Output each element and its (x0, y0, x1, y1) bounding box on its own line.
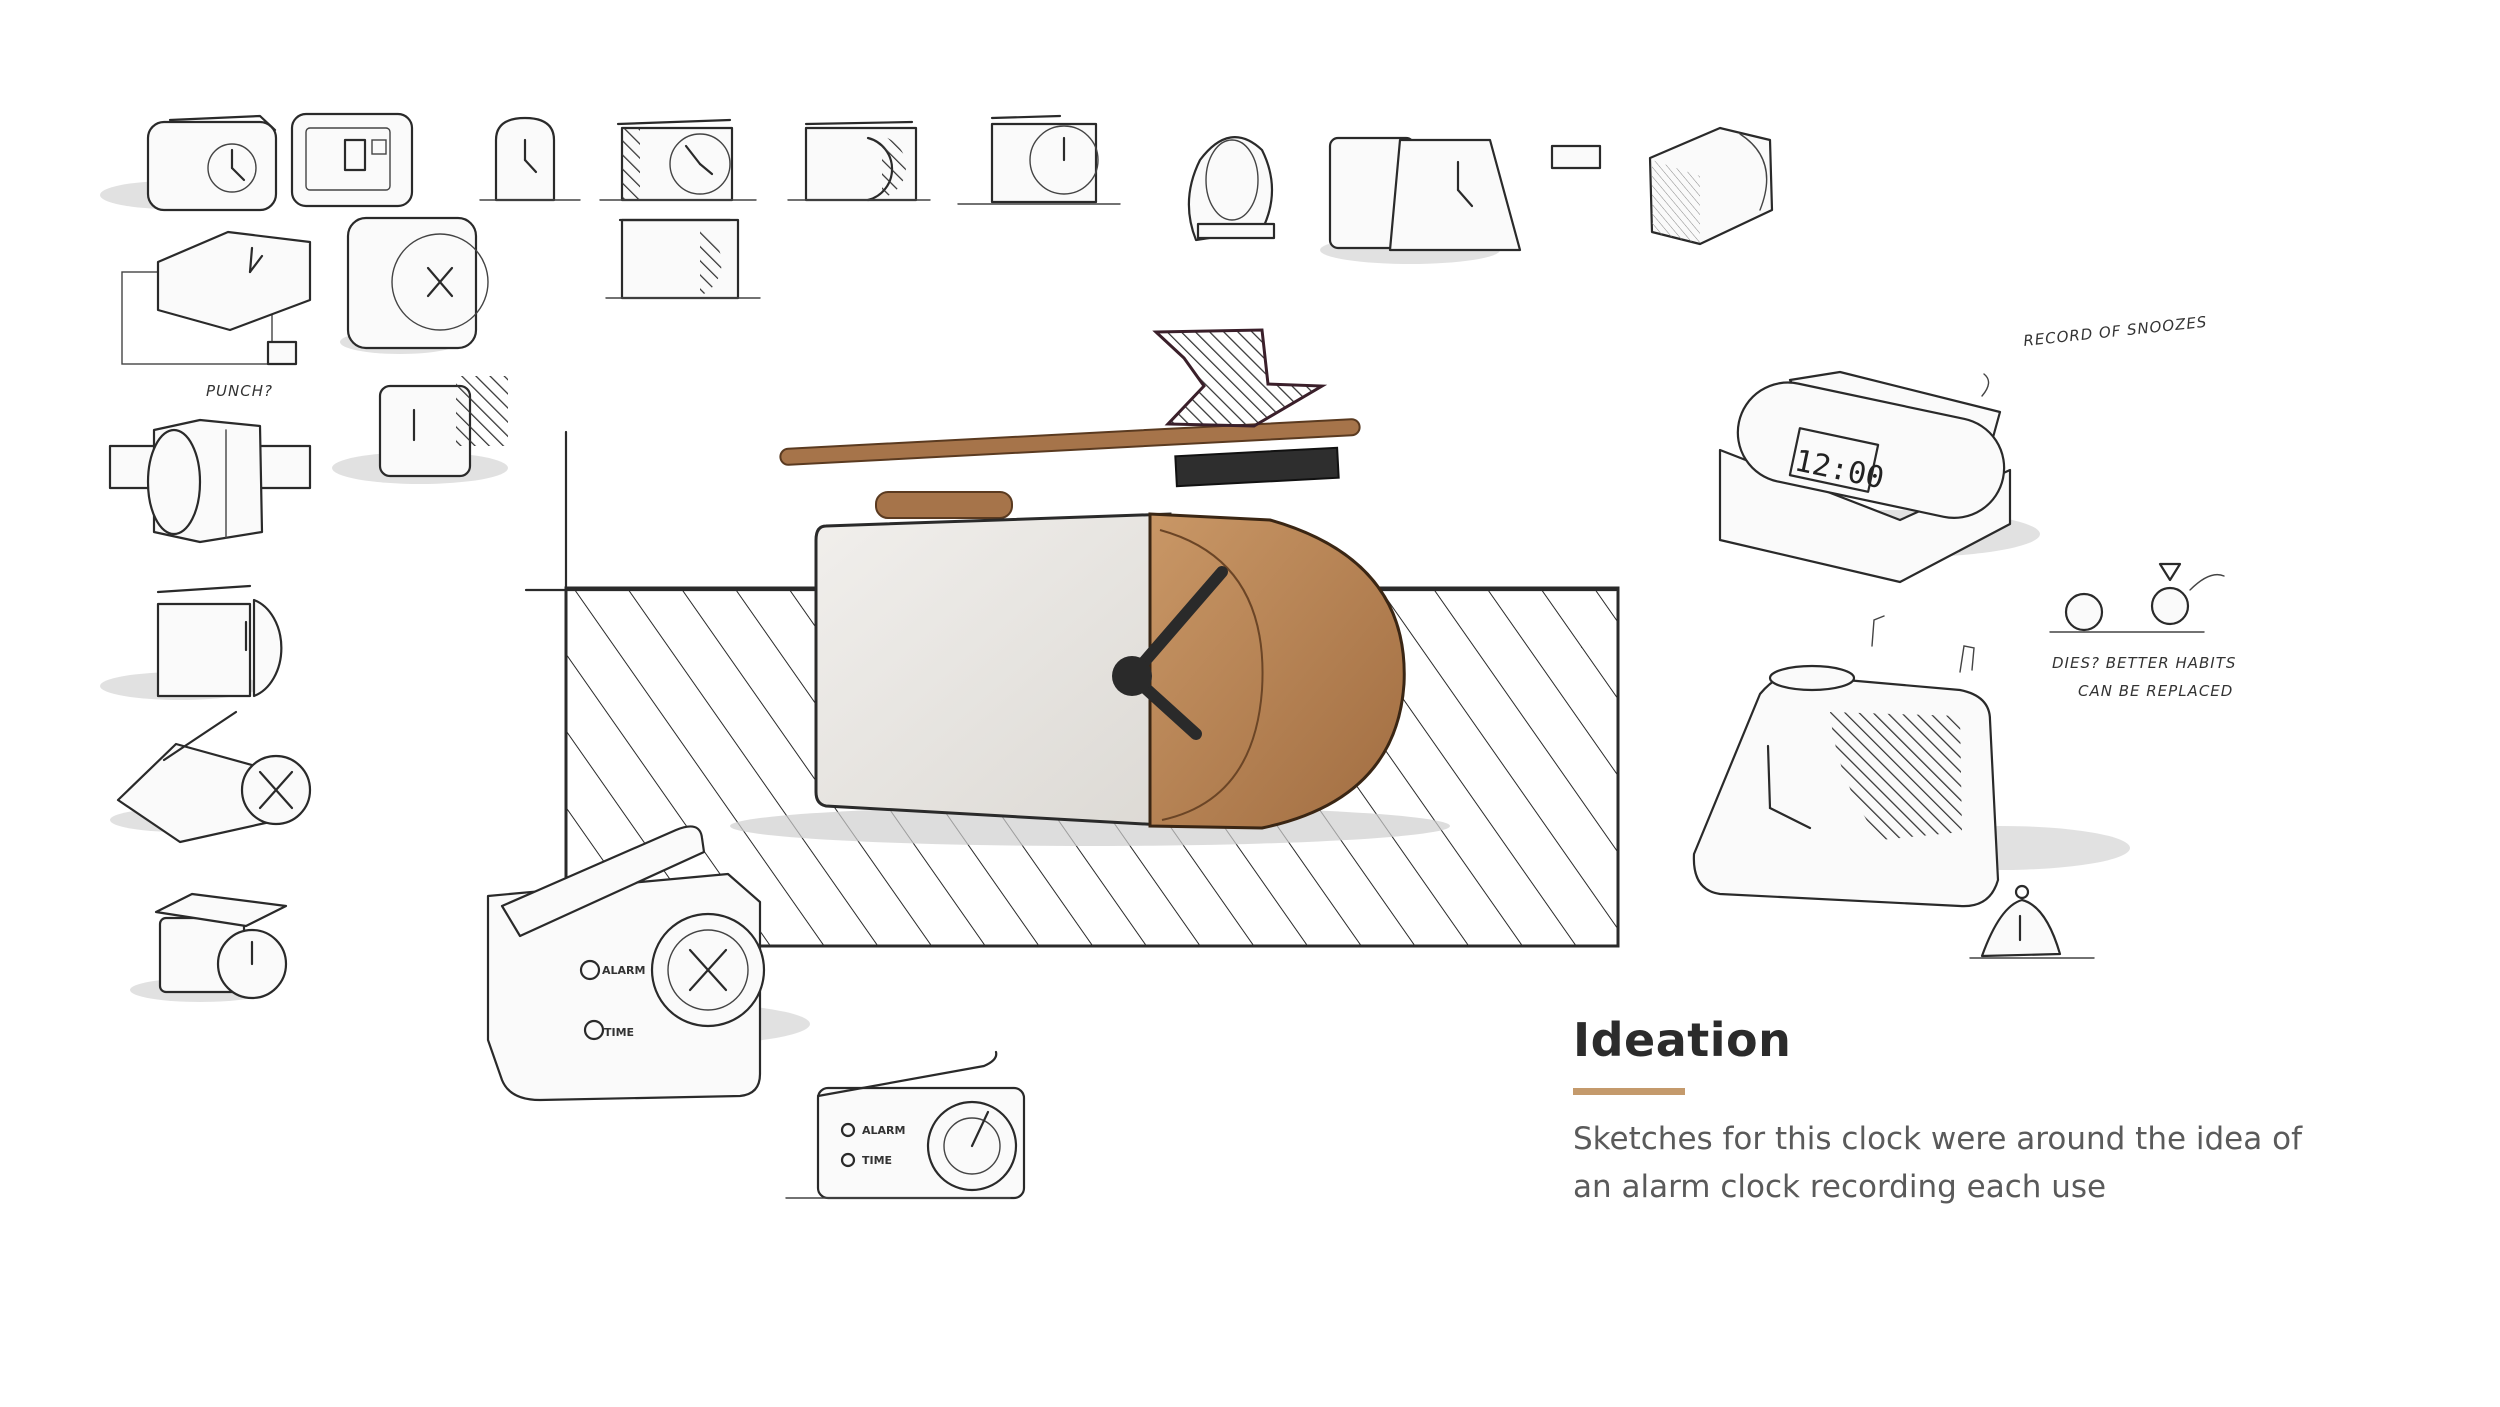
thumb-clock-13 (332, 376, 508, 484)
thumb-clock-9 (1648, 126, 1774, 246)
thumb-clock-5 (787, 120, 931, 202)
snooze-record-sketch: 12:00 RECORD OF SNOOZES (1718, 313, 2209, 584)
mini-clocks-sketch: DIES? BETTER HABITS CAN BE REPLACED (2049, 562, 2236, 700)
thumb-clock-16 (110, 710, 312, 844)
thumb-clock-12 (605, 218, 761, 300)
thumb-clock-11 (340, 216, 489, 354)
main-clock-render (730, 418, 1450, 846)
thumb-clock-17 (130, 892, 288, 1002)
arrow-sketch (1152, 328, 1328, 428)
small-radio-clock-sketch: ALARM TIME (785, 1050, 1026, 1200)
habits-note-line1: DIES? BETTER HABITS (2052, 654, 2236, 672)
radio-clock-sketch: ALARM TIME (486, 825, 810, 1102)
small-alarm-label: ALARM (862, 1124, 905, 1137)
thumb-clock-6 (957, 114, 1121, 205)
punch-note: PUNCH? (206, 382, 273, 400)
bell-clock-sketch (1969, 884, 2095, 959)
alarm-knob-label: ALARM (602, 964, 645, 977)
thumb-clock-14 (108, 418, 312, 544)
small-time-label: TIME (862, 1154, 892, 1167)
thumb-clock-15 (100, 584, 283, 700)
ideation-panel: Ideation Sketches for this clock were ar… (1573, 1008, 2333, 1211)
snooze-note: RECORD OF SNOOZES (2023, 313, 2209, 350)
thumb-clock-1 (100, 114, 278, 212)
thumb-clock-8 (1320, 136, 1602, 264)
ideation-title: Ideation (1573, 1013, 1792, 1067)
thumb-clock-2 (290, 112, 414, 208)
triangle-clock-sketch (1692, 615, 2130, 908)
ideation-description: Sketches for this clock were around the … (1573, 1121, 2302, 1205)
thumb-clock-10 (121, 230, 312, 366)
thumb-clock-3 (479, 116, 581, 202)
habits-note-line2: CAN BE REPLACED (2078, 682, 2233, 700)
accent-rule (1573, 1088, 1685, 1095)
thumb-clock-4 (599, 118, 757, 202)
time-knob-label: TIME (604, 1026, 634, 1039)
thumb-clock-7 (1187, 136, 1276, 242)
